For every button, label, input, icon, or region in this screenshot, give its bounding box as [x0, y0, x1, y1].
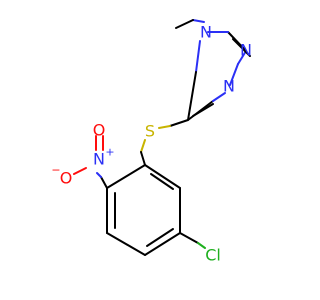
- molecule-structure: N N N S N + O O − Cl: [51, 19, 252, 265]
- triazole-ring: [187, 31, 251, 121]
- atom-o-left: O: [60, 169, 73, 188]
- charge-minus: −: [51, 164, 60, 177]
- atom-n-a: N: [223, 77, 235, 96]
- atom-n-nitro: N: [93, 150, 105, 169]
- atom-n-b: N: [240, 41, 252, 60]
- charge-plus: +: [105, 146, 114, 159]
- atom-cl: Cl: [205, 246, 221, 265]
- atom-o-top: O: [93, 121, 106, 140]
- atom-s: S: [145, 122, 155, 141]
- methyl-bond-c: [175, 19, 194, 29]
- atom-n-methyl: N: [200, 23, 212, 42]
- benzene-ring: [106, 164, 181, 256]
- methyl-bond: [192, 19, 205, 23]
